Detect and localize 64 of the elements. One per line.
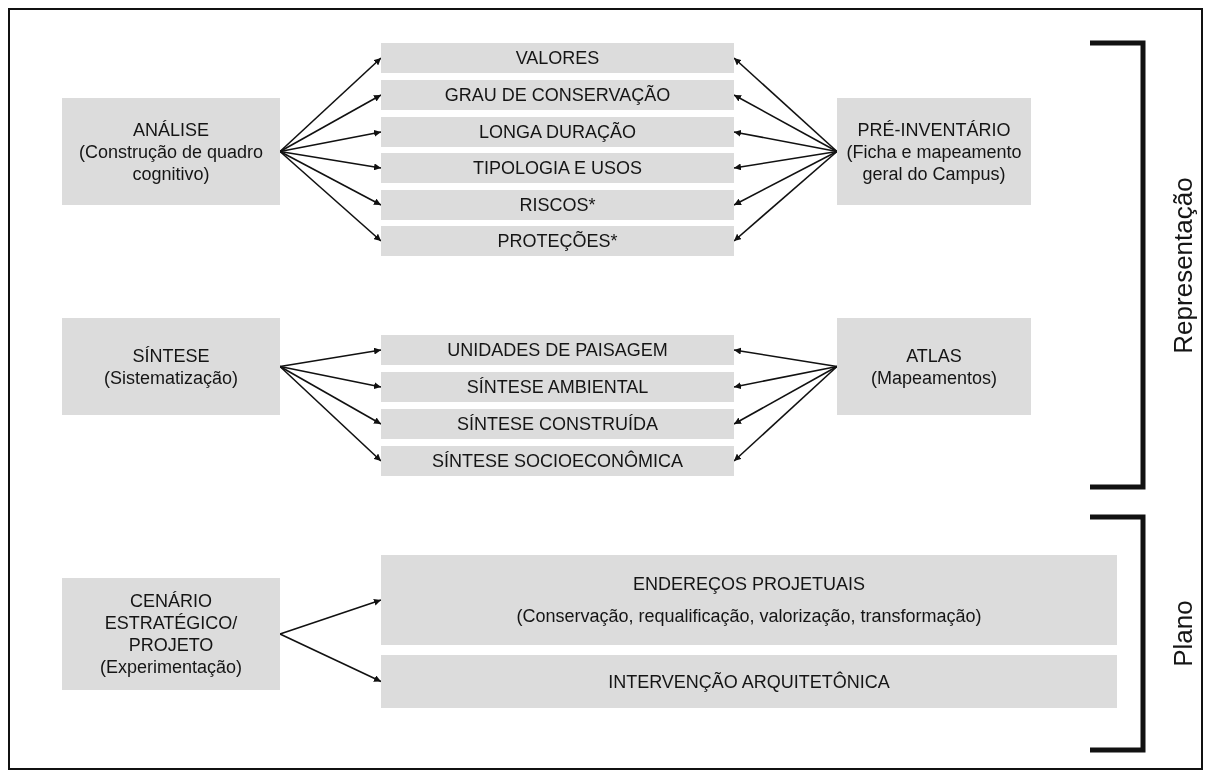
box-subtitle: (Conservação, requalificação, valorização, transformação) — [516, 605, 982, 627]
box-subtitle: (Construção de quadro cognitivo) — [77, 140, 265, 185]
arrow — [733, 365, 838, 390]
arrow — [733, 129, 838, 153]
box-title: UNIDADES DE PAISAGEM — [447, 339, 668, 361]
arrow — [733, 57, 838, 153]
arrow — [279, 347, 382, 368]
section-label: Representação — [1167, 176, 1199, 354]
box-subtitle: (Sistematização) — [103, 366, 238, 389]
box-subtitle: (Ficha e mapeamento geral do Campus) — [845, 140, 1023, 185]
process-box — [381, 43, 734, 73]
process-box — [381, 226, 734, 256]
arrow — [733, 150, 838, 171]
arrow — [733, 150, 838, 242]
box-title: CENÁRIO ESTRATÉGICO/ PROJETO — [103, 590, 239, 656]
arrow — [279, 129, 382, 153]
box-title: SÍNTESE SOCIOECONÔMICA — [431, 450, 683, 472]
box-title: SÍNTESE AMBIENTAL — [466, 376, 649, 398]
arrow — [733, 365, 838, 462]
box-title: ATLAS — [906, 344, 962, 367]
arrow — [733, 150, 838, 206]
arrow — [279, 365, 382, 462]
process-box — [837, 318, 1031, 415]
arrow — [279, 633, 382, 683]
process-box — [62, 578, 280, 690]
process-box — [381, 555, 1117, 645]
process-box — [837, 98, 1031, 205]
box-title: SÍNTESE CONSTRUÍDA — [457, 413, 658, 435]
arrow — [279, 150, 382, 206]
arrow — [279, 150, 382, 171]
process-box — [62, 318, 280, 415]
arrow — [733, 365, 838, 425]
process-box — [381, 446, 734, 476]
process-box — [381, 655, 1117, 708]
arrow — [279, 598, 382, 635]
box-title: LONGA DURAÇÃO — [478, 121, 636, 143]
process-box — [62, 98, 280, 205]
box-title: SÍNTESE — [132, 344, 210, 367]
arrow — [733, 94, 838, 153]
process-box — [381, 335, 734, 365]
box-title: ENDEREÇOS PROJETUAIS — [632, 573, 865, 595]
box-title: INTERVENÇÃO ARQUITETÔNICA — [608, 670, 890, 693]
arrow — [733, 347, 838, 368]
box-subtitle: (Mapeamentos) — [870, 366, 998, 389]
arrow — [279, 365, 382, 425]
box-title: ANÁLISE — [132, 118, 209, 141]
box-title: PROTEÇÕES* — [497, 230, 618, 252]
process-box — [381, 409, 734, 439]
process-box — [381, 153, 734, 183]
box-title: VALORES — [515, 47, 600, 69]
box-title: GRAU DE CONSERVAÇÃO — [444, 84, 671, 106]
box-title: PRÉ-INVENTÁRIO — [857, 118, 1011, 141]
section-label: Plano — [1167, 599, 1199, 667]
box-subtitle: (Experimentação) — [99, 656, 243, 678]
box-title: RISCOS* — [519, 194, 596, 216]
arrow — [279, 365, 382, 390]
box-title: TIPOLOGIA E USOS — [472, 157, 643, 179]
process-box — [381, 80, 734, 110]
process-box — [381, 117, 734, 147]
arrow — [279, 150, 382, 242]
arrow — [279, 57, 382, 153]
process-box — [381, 372, 734, 402]
arrow — [279, 94, 382, 153]
process-box — [381, 190, 734, 220]
